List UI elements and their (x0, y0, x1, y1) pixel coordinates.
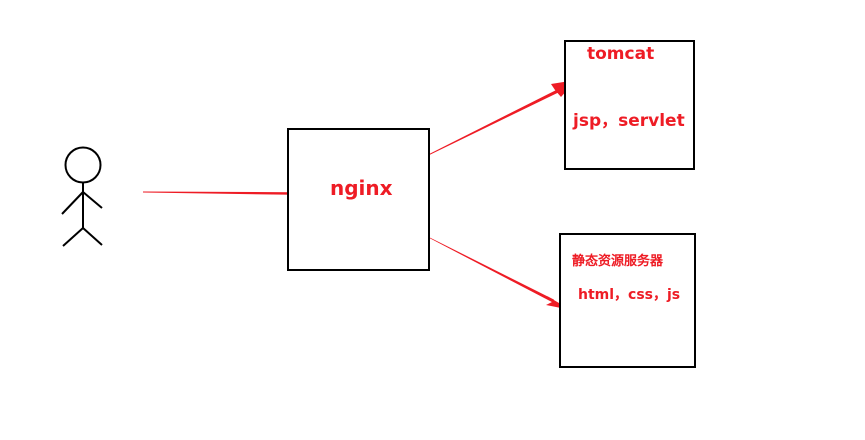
arrow-user-to-nginx (143, 188, 307, 199)
person-right-leg (82, 227, 103, 246)
person-right-arm (82, 191, 103, 209)
static-server-content: html，css，js (578, 287, 681, 303)
arrow-nginx-to-static-server (422, 233, 571, 310)
tomcat-box (564, 40, 695, 170)
person-icon (61, 146, 103, 247)
person-head (64, 146, 102, 184)
arrow-user-to-nginx-shaft (143, 191, 292, 195)
arrow-nginx-to-tomcat-shaft (422, 89, 559, 159)
tomcat-title: tomcat (587, 44, 655, 64)
arrow-nginx-to-static-server-shaft (422, 233, 554, 303)
nginx-box (287, 128, 430, 271)
nginx-label: nginx (330, 176, 393, 200)
person-left-arm (61, 191, 84, 215)
tomcat-content: jsp，servlet (573, 111, 685, 131)
arrow-nginx-to-tomcat (422, 80, 576, 159)
static-server-title: 静态资源服务器 (572, 254, 664, 269)
static-server-box (559, 233, 696, 368)
person-left-leg (62, 227, 84, 247)
